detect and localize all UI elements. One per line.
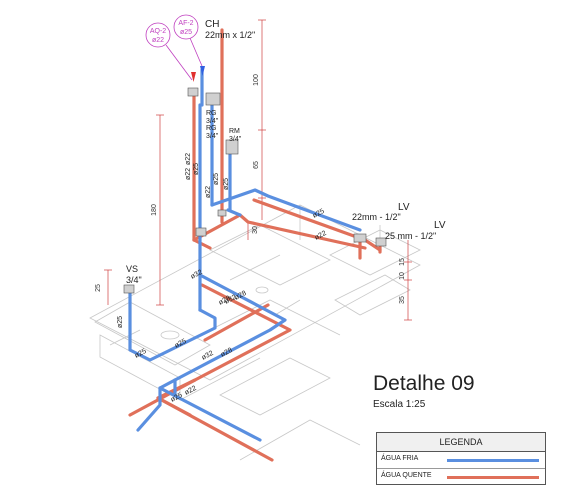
tag-aq2-size: ø22 <box>152 37 164 44</box>
pipe-label: ø28 <box>218 295 232 307</box>
tag-aq2-code: AQ-2 <box>150 28 166 35</box>
pipe-label: ø32 <box>190 269 204 281</box>
dimension-15: 15 <box>399 258 406 266</box>
shower-valve-icon <box>191 66 205 82</box>
pipe-label: ø32 <box>224 294 238 306</box>
fixture-ch-size: 22mm x 1/2" <box>205 30 255 40</box>
tag-aq2-bubble <box>145 22 171 48</box>
floor-plan-outline <box>89 204 421 461</box>
legend-row-hot: ÁGUA QUENTE <box>377 469 545 485</box>
detail-title: Detalhe 09 <box>373 372 475 395</box>
dimension-25: 25 <box>95 284 102 292</box>
pipe-label: ø22 <box>185 153 192 165</box>
fixture-rg2-size: 3/4" <box>206 133 219 140</box>
pipe-label: ø22 <box>314 230 328 242</box>
fixture-lv1-name: LV <box>398 202 410 213</box>
dimension-65: 65 <box>253 161 260 169</box>
dimension-180: 180 <box>151 204 158 216</box>
fixture-lv1-size: 22mm - 1/2" <box>352 212 401 222</box>
dimension-100: 100 <box>253 74 260 86</box>
fixture-rg2-name: RG <box>206 125 217 132</box>
fixture-rg1-name: RG <box>206 110 217 117</box>
pipe-label: ø25 <box>312 208 326 220</box>
fixture-vs-name: VS <box>126 264 138 274</box>
pipe-label: ø22 <box>184 385 198 397</box>
pipe-label: ø25 <box>117 316 124 328</box>
pipe-label: ø32 <box>201 350 215 362</box>
cold-water-pipes <box>128 68 362 442</box>
pipe-label: ø25 <box>170 392 184 404</box>
legend-cold-label: ÁGUA FRIA <box>381 455 419 462</box>
dimension-lines <box>104 19 412 321</box>
legend-row-cold: ÁGUA FRIA <box>377 452 545 469</box>
pipe-tags <box>145 14 203 81</box>
tag-af2-code: AF-2 <box>178 20 193 27</box>
legend-hot-label: ÁGUA QUENTE <box>381 472 432 479</box>
fixture-rm-name: RM <box>229 128 240 135</box>
detail-scale: Escala 1:25 <box>373 399 426 410</box>
fixture-rm-size: 3/4" <box>229 136 242 143</box>
pipe-label: ø25 <box>223 178 230 190</box>
tag-af2-size: ø25 <box>180 29 192 36</box>
hot-water-pipes <box>128 28 382 462</box>
fixture-ch-name: CH <box>205 19 219 30</box>
pipe-label: ø22 <box>205 186 212 198</box>
fixture-vs-size: 3/4" <box>126 275 142 285</box>
pipe-label: ø25 <box>134 348 148 360</box>
dimension-10: 10 <box>399 272 406 280</box>
dimension-35: 35 <box>399 296 406 304</box>
pipe-label: ø25 <box>193 163 200 175</box>
fixture-rg1-size: 3/4" <box>206 118 219 125</box>
pipe-label: ø25 <box>213 173 220 185</box>
pipe-label: ø22 <box>185 168 192 180</box>
pipe-label: ø28 <box>220 347 234 359</box>
fixture-lv2-name: LV <box>434 220 446 231</box>
pipe-label: ø25 <box>174 338 188 350</box>
detail-title-block: Detalhe 09 Escala 1:25 <box>373 372 475 410</box>
pipe-label: ø28 <box>234 290 248 302</box>
tag-af2-bubble <box>173 14 199 40</box>
dimension-30: 30 <box>252 226 259 234</box>
legend-cold-swatch <box>447 459 539 462</box>
legend-hot-swatch <box>447 476 539 479</box>
legend-header: LEGENDA <box>377 433 545 452</box>
fixture-lv2-size: 25 mm - 1/2" <box>385 231 436 241</box>
fittings <box>123 87 387 294</box>
legend-box: LEGENDA ÁGUA FRIA ÁGUA QUENTE <box>376 432 546 485</box>
